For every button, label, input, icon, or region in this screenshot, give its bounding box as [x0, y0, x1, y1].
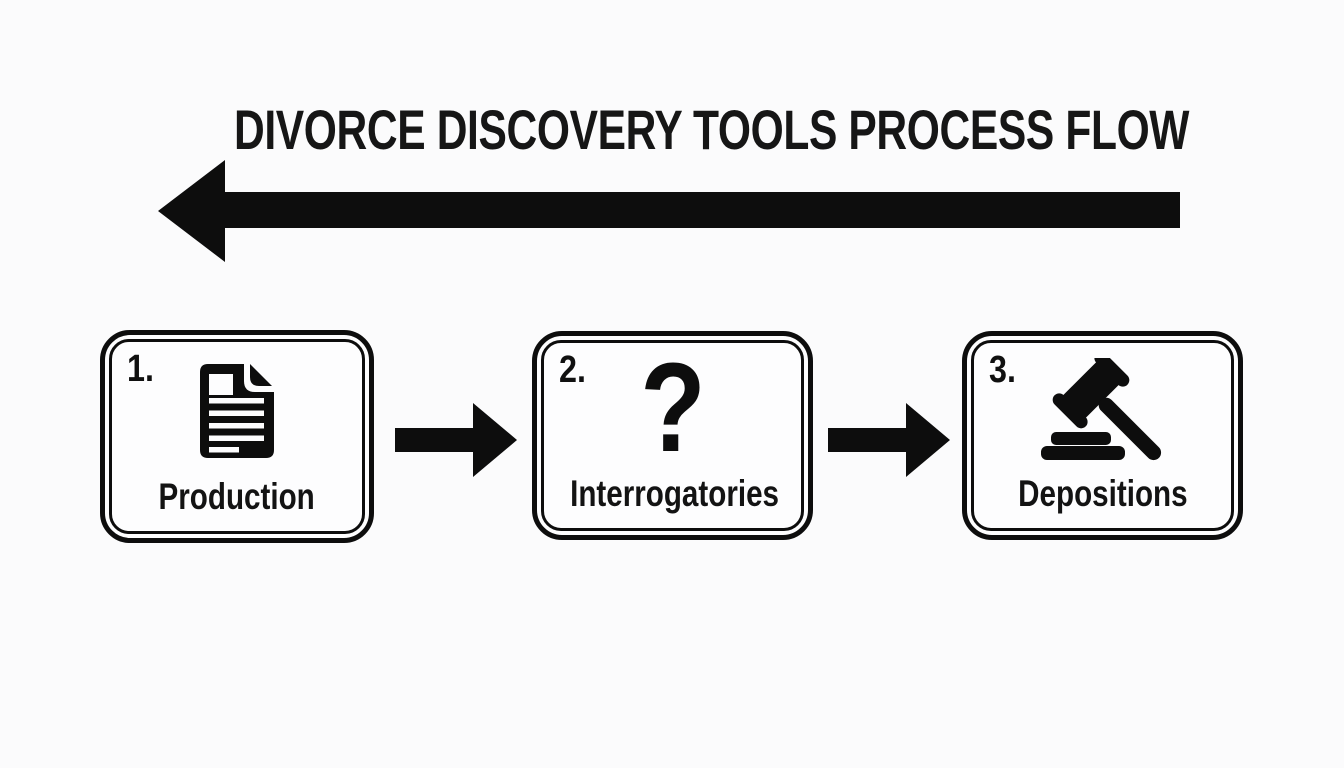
step-box-interrogatories: 2. ? Interrogatories — [532, 331, 813, 540]
step-box-depositions: 3. Depositions — [962, 331, 1243, 540]
step-label: Production — [158, 476, 316, 517]
diagram-title: DIVORCE DISCOVERY TOOLS PROCESS FLOW — [234, 98, 1190, 161]
step-box-inner-border: 1. Production — [109, 339, 365, 534]
step-number: 2. — [559, 349, 586, 391]
gavel-icon — [1033, 351, 1173, 463]
step-box-inner-border: 2. ? Interrogatories — [541, 340, 804, 531]
step-box-inner-border: 3. Depositions — [971, 340, 1234, 531]
question-mark-icon: ? — [639, 337, 706, 478]
document-icon — [198, 362, 276, 460]
step-number: 1. — [127, 348, 154, 390]
step-label: Interrogatories — [570, 473, 780, 514]
connector-right-arrow-2 — [828, 403, 950, 477]
step-number: 3. — [989, 349, 1016, 391]
connector-right-arrow-1 — [395, 403, 517, 477]
step-box-production: 1. Production — [100, 330, 374, 543]
flow-direction-left-arrow — [158, 160, 1180, 262]
step-label: Depositions — [1017, 473, 1188, 514]
